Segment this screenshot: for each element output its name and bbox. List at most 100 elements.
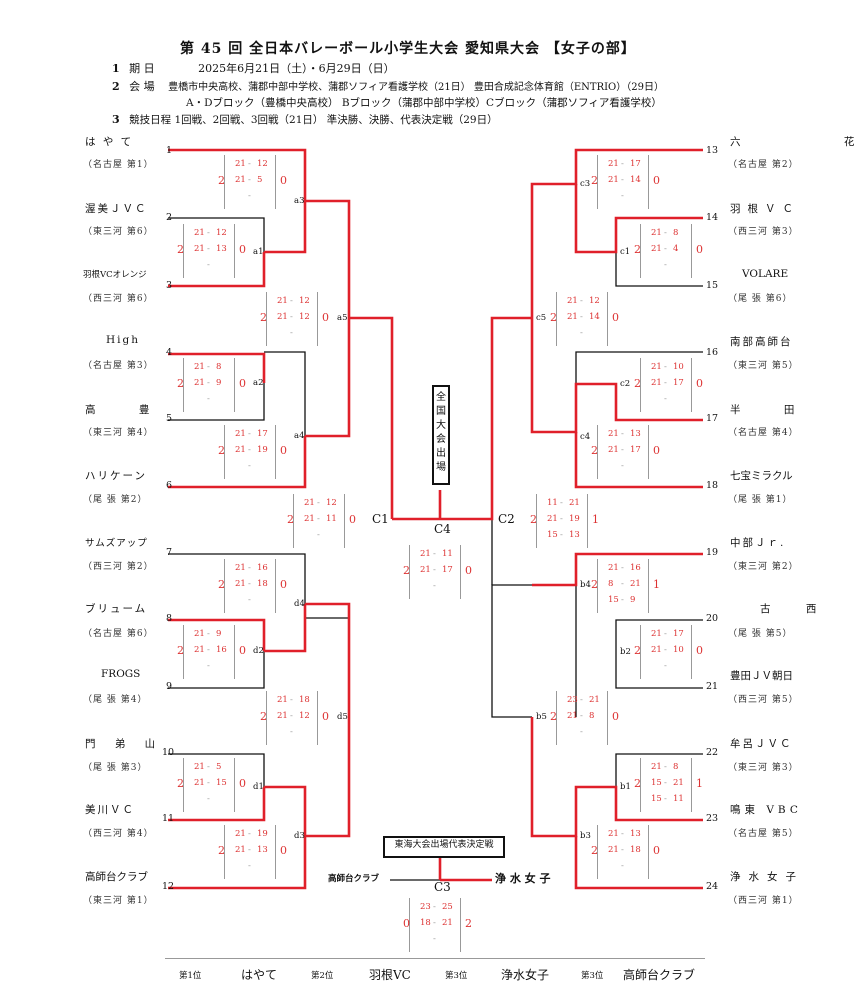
sets-won-right: 0 [322, 311, 329, 324]
set-score-right: 11 [673, 794, 684, 804]
sets-won-left: 2 [403, 564, 410, 577]
set-separator: - [207, 260, 210, 270]
set-separator: - [433, 934, 436, 944]
seed-number: 10 [162, 747, 175, 758]
set-score-left: 21 [194, 778, 205, 788]
sets-won-left: 2 [634, 243, 641, 256]
set-separator: - [664, 794, 667, 804]
set-score-left: 21 [304, 514, 315, 524]
sets-won-right: 1 [696, 777, 703, 790]
team-region: （名古屋 第3） [83, 361, 154, 371]
sets-won-left: 2 [177, 644, 184, 657]
set-separator: - [207, 762, 210, 772]
team-name: ブリューム [85, 603, 148, 615]
set-score-left: 21 [235, 159, 246, 169]
set-score-right: 13 [257, 845, 268, 855]
team-region: （名古屋 第2） [728, 160, 799, 170]
set-score-right: 21 [630, 579, 641, 589]
rank-label: 第1位 [179, 971, 202, 981]
team-region: （東三河 第6） [83, 227, 154, 237]
match-label: b4 [580, 580, 591, 590]
set-score-left: 15 [651, 778, 662, 788]
set-separator: - [248, 175, 251, 185]
set-score-right: 5 [216, 762, 222, 772]
set-score-right: 9 [216, 629, 222, 639]
rank-label: 第3位 [445, 971, 468, 981]
sets-won-left: 2 [591, 578, 598, 591]
set-separator: - [433, 902, 436, 912]
set-score-left: 21 [420, 549, 431, 559]
team-region: （名古屋 第6） [83, 629, 154, 639]
set-score-right: 17 [630, 445, 641, 455]
set-score-right: 25 [442, 902, 453, 912]
set-score-right: 8 [673, 228, 679, 238]
set-score-right: 19 [569, 514, 580, 524]
team-region: （尾 張 第5） [728, 629, 793, 639]
set-score-left: 21 [277, 296, 288, 306]
set-score-right: 12 [299, 711, 310, 721]
team-name: 鳴東 VBC [730, 804, 802, 816]
team-region: （東三河 第5） [728, 361, 799, 371]
match-label: a1 [253, 247, 264, 257]
match-label: d2 [253, 646, 264, 656]
set-score-left: 21 [277, 695, 288, 705]
venue-text: 豊橋市中央高校、蒲郡中部中学校、蒲郡ソフィア看護学校（21日） 豊田合成記念体育… [168, 82, 664, 93]
set-separator: - [207, 378, 210, 388]
set-separator: - [433, 549, 436, 559]
team-name: は や て [85, 136, 134, 148]
set-score-right: 16 [630, 563, 641, 573]
sets-won-left: 2 [260, 311, 267, 324]
set-score-left: 21 [651, 244, 662, 254]
set-score-left: 8 [608, 579, 614, 589]
match-label: d3 [294, 831, 305, 841]
match-label: c5 [536, 313, 547, 323]
set-separator: - [580, 727, 583, 737]
set-score-right: 16 [257, 563, 268, 573]
sets-won-left: 2 [591, 444, 598, 457]
set-score-right: 14 [630, 175, 641, 185]
set-separator: - [621, 595, 624, 605]
set-separator: - [664, 378, 667, 388]
rankings-bar: 第1位 はやて 第2位 羽根VC 第3位 浄水女子 第3位 高師台クラブ [165, 958, 705, 982]
match-label: d1 [253, 782, 264, 792]
set-score-left: 15 [547, 530, 558, 540]
set-separator: - [621, 861, 624, 871]
set-separator: - [433, 565, 436, 575]
set-score-right: 18 [630, 845, 641, 855]
set-score-left: 21 [420, 565, 431, 575]
set-score-left: 21 [651, 762, 662, 772]
set-separator: - [290, 296, 293, 306]
sets-won-right: 0 [696, 243, 703, 256]
rank-label: 第2位 [311, 971, 334, 981]
seed-number: 8 [166, 613, 173, 624]
match-label: c1 [620, 247, 631, 257]
seed-number: 9 [166, 681, 173, 692]
set-score-left: 21 [235, 445, 246, 455]
date-text: 2025年6月21日（土）・6月29日（日） [198, 62, 395, 75]
team-region: （東三河 第1） [83, 896, 154, 906]
set-separator: - [664, 778, 667, 788]
set-score-right: 14 [589, 312, 600, 322]
sets-won-right: 2 [465, 917, 472, 930]
set-score-right: 21 [442, 918, 453, 928]
team-region: （尾 張 第2） [83, 495, 148, 505]
seed-number: 15 [706, 280, 719, 291]
set-score-right: 12 [299, 312, 310, 322]
set-score-left: 21 [651, 645, 662, 655]
sets-won-right: 0 [322, 710, 329, 723]
seed-number: 24 [706, 881, 719, 892]
set-separator: - [248, 845, 251, 855]
team-region: （東三河 第3） [728, 763, 799, 773]
set-separator: - [248, 461, 251, 471]
seed-number: 11 [162, 813, 175, 824]
team-region: （西三河 第6） [83, 294, 154, 304]
seed-number: 17 [706, 413, 719, 424]
